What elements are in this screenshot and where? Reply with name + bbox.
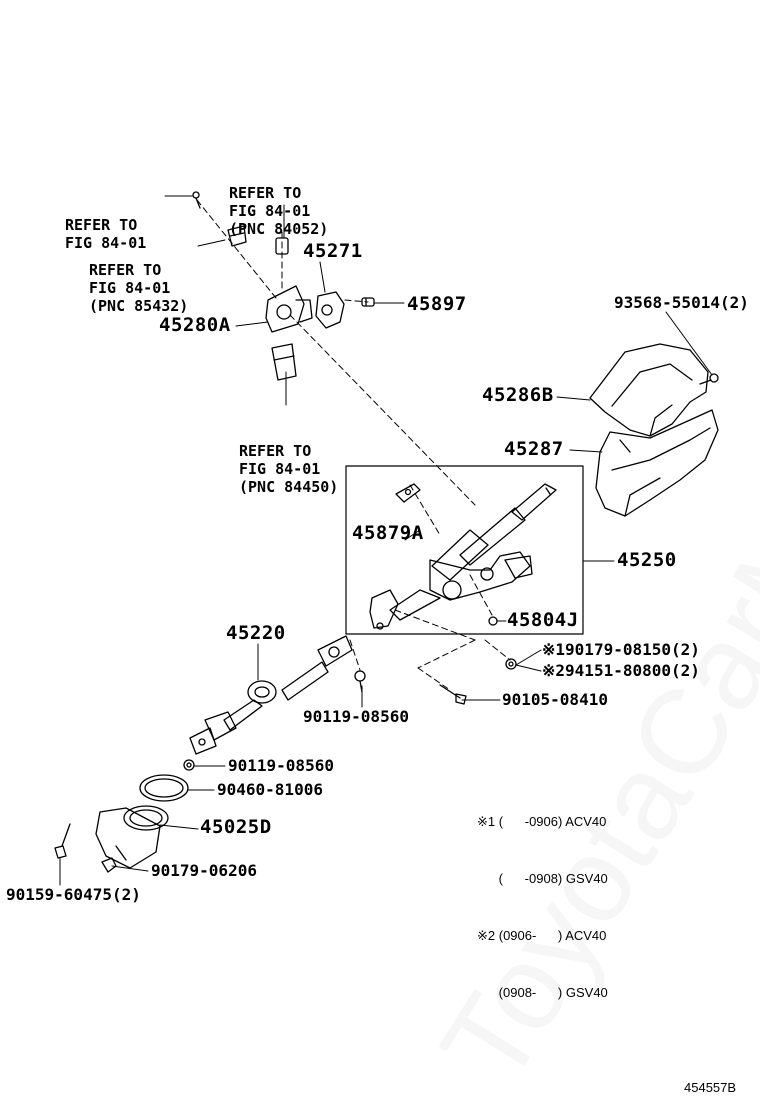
part-label-45804J: 45804J <box>507 609 579 631</box>
switch-45271 <box>315 291 345 329</box>
note-line: (0908- ) GSV40 <box>477 985 608 1000</box>
part-label-45220: 45220 <box>226 622 286 644</box>
part-label-90460-81006: 90460-81006 <box>217 780 323 799</box>
note-line: ( -0908) GSV40 <box>477 871 608 886</box>
part-label-90105-08410: 90105-08410 <box>502 690 608 709</box>
steering-column-45250 <box>369 483 557 630</box>
bolt-90159 <box>54 823 71 859</box>
cover-45286B <box>589 343 709 437</box>
screw-45897 <box>361 297 375 307</box>
bolt-93568 <box>699 373 719 385</box>
connector-84052 <box>275 237 289 255</box>
connector-85432 <box>227 225 247 247</box>
leader-lines <box>59 195 713 886</box>
part-label-93568: 93568-55014(2) <box>614 293 749 312</box>
part-label-94151-80800: ※294151-80800(2) <box>542 661 700 680</box>
boot-45025D <box>95 805 169 869</box>
intermediate-shaft-45220 <box>189 635 353 755</box>
nut-90179-08150 <box>505 658 517 670</box>
ignition-45280A <box>265 285 313 333</box>
bolt-90105 <box>439 684 467 705</box>
part-label-45879A: 45879A <box>352 522 424 544</box>
part-84450 <box>271 343 297 381</box>
part-label-90159-60475: 90159-60475(2) <box>6 885 141 904</box>
bolt-90119-left <box>183 759 195 771</box>
part-label-45280A: 45280A <box>159 314 231 336</box>
part-label-90119-08560-left: 90119-08560 <box>228 756 334 775</box>
note-line: ※2 (0906- ) ACV40 <box>477 928 607 943</box>
note-line: ※1 ( -0906) ACV40 <box>477 814 607 829</box>
nut-45804J <box>488 616 498 626</box>
column-assembly-frame <box>345 465 584 635</box>
part-label-45271: 45271 <box>303 240 363 262</box>
ring-90460 <box>139 774 189 802</box>
figure-id: 454557B <box>684 1080 737 1095</box>
part-label-45250: 45250 <box>617 549 677 571</box>
applicability-notes: ※1 ( -0906) ACV40 ( -0908) GSV40 ※2 (090… <box>477 774 608 1040</box>
part-label-90179-08150: ※190179-08150(2) <box>542 640 700 659</box>
bracket-45879A <box>395 483 421 503</box>
part-label-45025D: 45025D <box>200 816 272 838</box>
part-label-90179-06206: 90179-06206 <box>151 861 257 880</box>
cover-45287 <box>595 409 719 517</box>
part-label-45897: 45897 <box>407 293 467 315</box>
nut-90179-06206 <box>101 857 117 873</box>
part-label-90119-08560-right: 90119-08560 <box>303 707 409 726</box>
part-label-45287: 45287 <box>504 438 564 460</box>
part-label-45286B: 45286B <box>482 384 554 406</box>
bolt-top-left <box>192 191 201 209</box>
bolt-90119-right <box>354 670 366 693</box>
